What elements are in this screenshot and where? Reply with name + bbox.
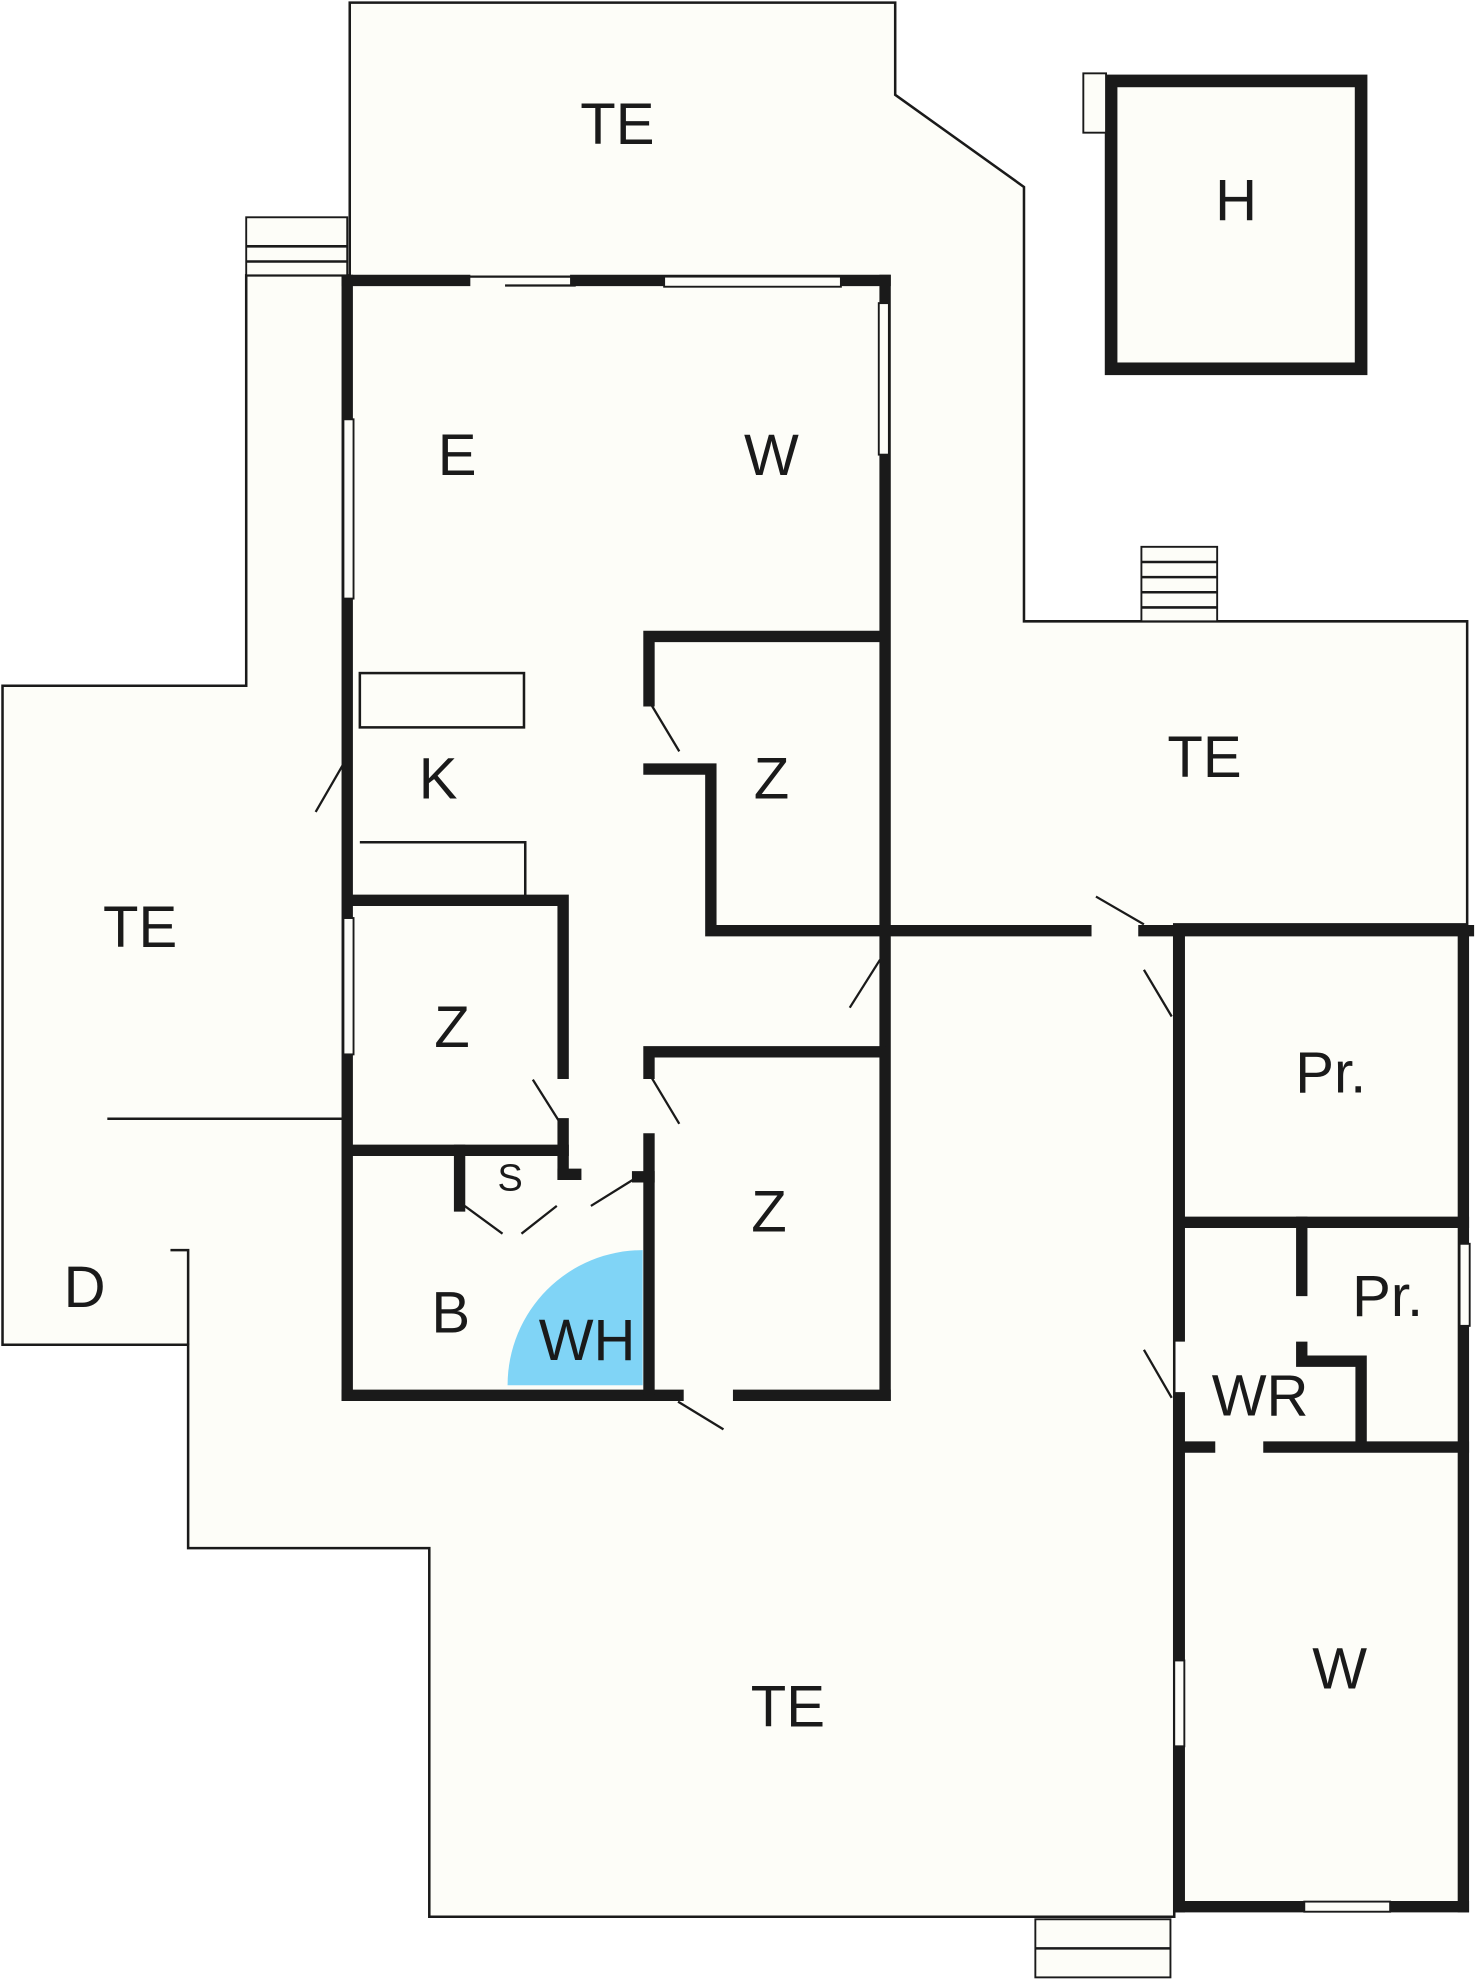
room-label-b: B bbox=[431, 1280, 470, 1345]
room-label-h: H bbox=[1215, 168, 1257, 233]
right-wing bbox=[1179, 930, 1464, 1903]
room-label-z-lower: Z bbox=[751, 1179, 786, 1244]
room-label-wh: WH bbox=[539, 1308, 636, 1373]
room-label-wr: WR bbox=[1212, 1364, 1309, 1429]
room-label-k: K bbox=[419, 746, 458, 811]
outbuilding-h bbox=[1104, 74, 1368, 376]
whirlpool-tub bbox=[507, 1250, 643, 1386]
stairs-bottom bbox=[1034, 1918, 1172, 1979]
room-label-z-upper: Z bbox=[754, 746, 789, 811]
stairs-right bbox=[1140, 545, 1219, 623]
room-label-e: E bbox=[438, 423, 477, 488]
room-label-s: S bbox=[497, 1158, 522, 1200]
room-label-pr-upper: Pr. bbox=[1295, 1040, 1366, 1105]
room-label-te-bottom: TE bbox=[751, 1674, 825, 1739]
room-label-te-right: TE bbox=[1167, 725, 1241, 790]
room-label-w-right: W bbox=[1312, 1636, 1367, 1701]
stairs-top-left bbox=[245, 216, 349, 277]
room-label-w-main: W bbox=[744, 423, 799, 488]
main-house bbox=[347, 280, 886, 1396]
room-label-te-top: TE bbox=[580, 92, 654, 157]
room-label-te-left: TE bbox=[103, 895, 177, 960]
room-label-pr-lower: Pr. bbox=[1352, 1264, 1423, 1329]
room-label-z-left: Z bbox=[434, 995, 469, 1060]
room-label-d: D bbox=[64, 1255, 106, 1320]
